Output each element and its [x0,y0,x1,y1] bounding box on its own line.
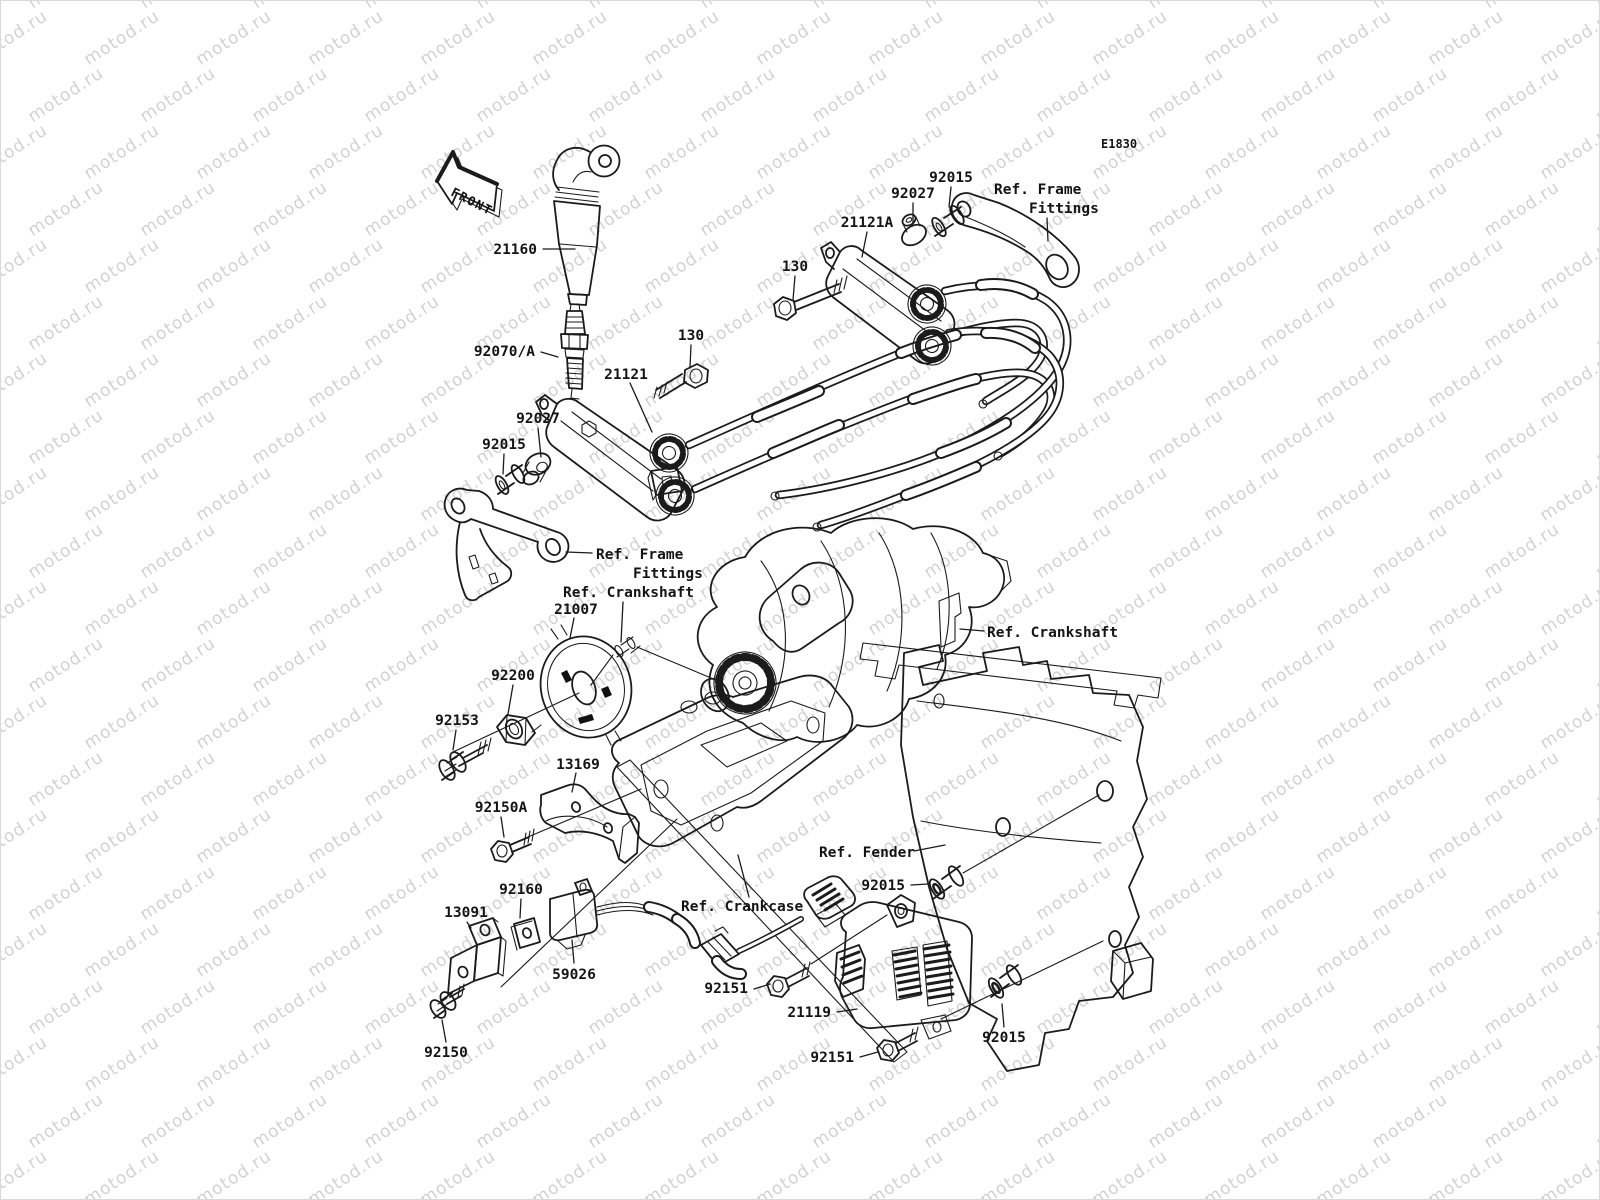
grommet-92015-mid-drawing [928,865,965,900]
ref-label-crankshaft-right: Ref. Crankshaft [987,625,1118,641]
bolt-92151-upper-drawing [766,961,811,998]
part-label-130-right: 130 [782,259,808,275]
part-label-21121A: 21121A [841,215,894,231]
part-label-92150: 92150 [424,1045,468,1061]
part-label-21119: 21119 [787,1005,831,1021]
part-label-92151-upper: 92151 [704,981,748,997]
part-label-92160: 92160 [499,882,543,898]
fender-bracket-drawing [616,642,1162,1072]
crankcase-drawing [611,674,854,848]
part-label-92153: 92153 [435,713,479,729]
spark-plug-cap-drawing [552,144,621,306]
ref-label-crankcase: Ref. Crankcase [681,899,803,915]
part-label-92015-mid: 92015 [861,878,905,894]
part-label-13169: 13169 [556,757,600,773]
ref-label-frame-left-line2: Fittings [633,566,703,582]
pickup-coil-59026-drawing [549,875,856,980]
bolt-92150A-drawing [490,828,535,863]
part-label-92200: 92200 [491,668,535,684]
part-label-13091: 13091 [444,905,488,921]
part-label-92151-lower: 92151 [810,1050,854,1066]
bolt-130-left-drawing [653,363,709,399]
bolt-92151-lower-drawing [876,1026,919,1062]
coil-towers [647,284,952,516]
grommet-92015-left-drawing [494,464,526,495]
spark-plug-wires-drawing [684,278,1072,532]
ref-label-frame-left-line1: Ref. Frame [596,547,684,563]
assembly-axis-lines [452,636,1104,1020]
bolt-92150-drawing [429,983,465,1019]
bracket-13091-drawing [447,917,507,995]
ignition-coil-upper-drawing [820,241,956,365]
ref-label-frame-top-line1: Ref. Frame [994,182,1082,198]
part-label-59026: 59026 [552,967,596,983]
part-label-21121: 21121 [604,367,648,383]
part-label-92027-top: 92027 [891,186,935,202]
leader-lines [441,186,1049,1058]
grommet-92015-top-drawing [931,204,965,238]
damper-92160-drawing [510,917,541,951]
collar-92027-top-drawing [901,213,927,247]
grommet-92015-low-drawing [987,964,1023,999]
diagram-code: E1830 [1101,137,1137,151]
ref-label-frame-top-line2: Fittings [1029,201,1099,217]
part-label-92015-top: 92015 [929,170,973,186]
part-label-92015-left: 92015 [482,437,526,453]
part-label-92015-low: 92015 [982,1030,1026,1046]
bolt-130-right-drawing [773,275,848,321]
part-labels: E1830 21160 92070/A 21121 130 130 21121A… [424,137,1137,1066]
ref-label-crankshaft-left: Ref. Crankshaft [563,585,694,601]
part-label-92027-left: 92027 [516,411,560,427]
igniter-21119-drawing [834,894,973,1040]
spark-plug-drawing [560,303,589,400]
part-label-21007: 21007 [554,602,598,618]
front-arrow-icon: FRONT [435,150,503,218]
part-label-92070A: 92070/A [474,344,535,360]
frame-bracket-top-drawing [950,192,1080,288]
part-label-130-left: 130 [678,328,704,344]
frame-bracket-left-drawing [443,487,570,602]
ref-label-fender: Ref. Fender [819,845,915,861]
crankshaft-drawing [696,517,1012,743]
part-label-21160: 21160 [493,242,537,258]
collar-92027-left-drawing [522,452,552,486]
part-label-92150A: 92150A [475,800,528,816]
nut-92200-drawing [496,714,536,746]
timing-rotor-drawing [531,624,641,746]
bolt-92153-drawing [438,737,492,781]
